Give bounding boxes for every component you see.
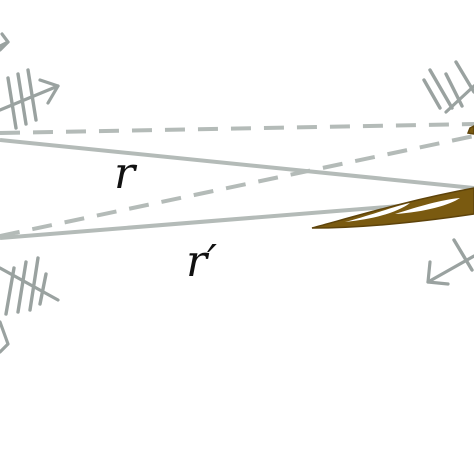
- arrow-with-hatch-marks-icon: [0, 68, 60, 130]
- label-r: r: [114, 148, 138, 199]
- rod-dashed-lower: [0, 134, 474, 238]
- arrow-with-hatch-marks-icon: [0, 256, 60, 354]
- arrow-with-hatch-marks-icon: [0, 32, 10, 52]
- rod-r: [0, 138, 474, 190]
- arrow-with-hatch-marks-icon: [426, 238, 474, 286]
- rod-dashed-upper: [0, 122, 474, 135]
- label-r-prime: r′: [186, 236, 217, 287]
- thorn-shape-icon: [311, 125, 474, 229]
- arrow-with-hatch-marks-icon: [422, 60, 474, 114]
